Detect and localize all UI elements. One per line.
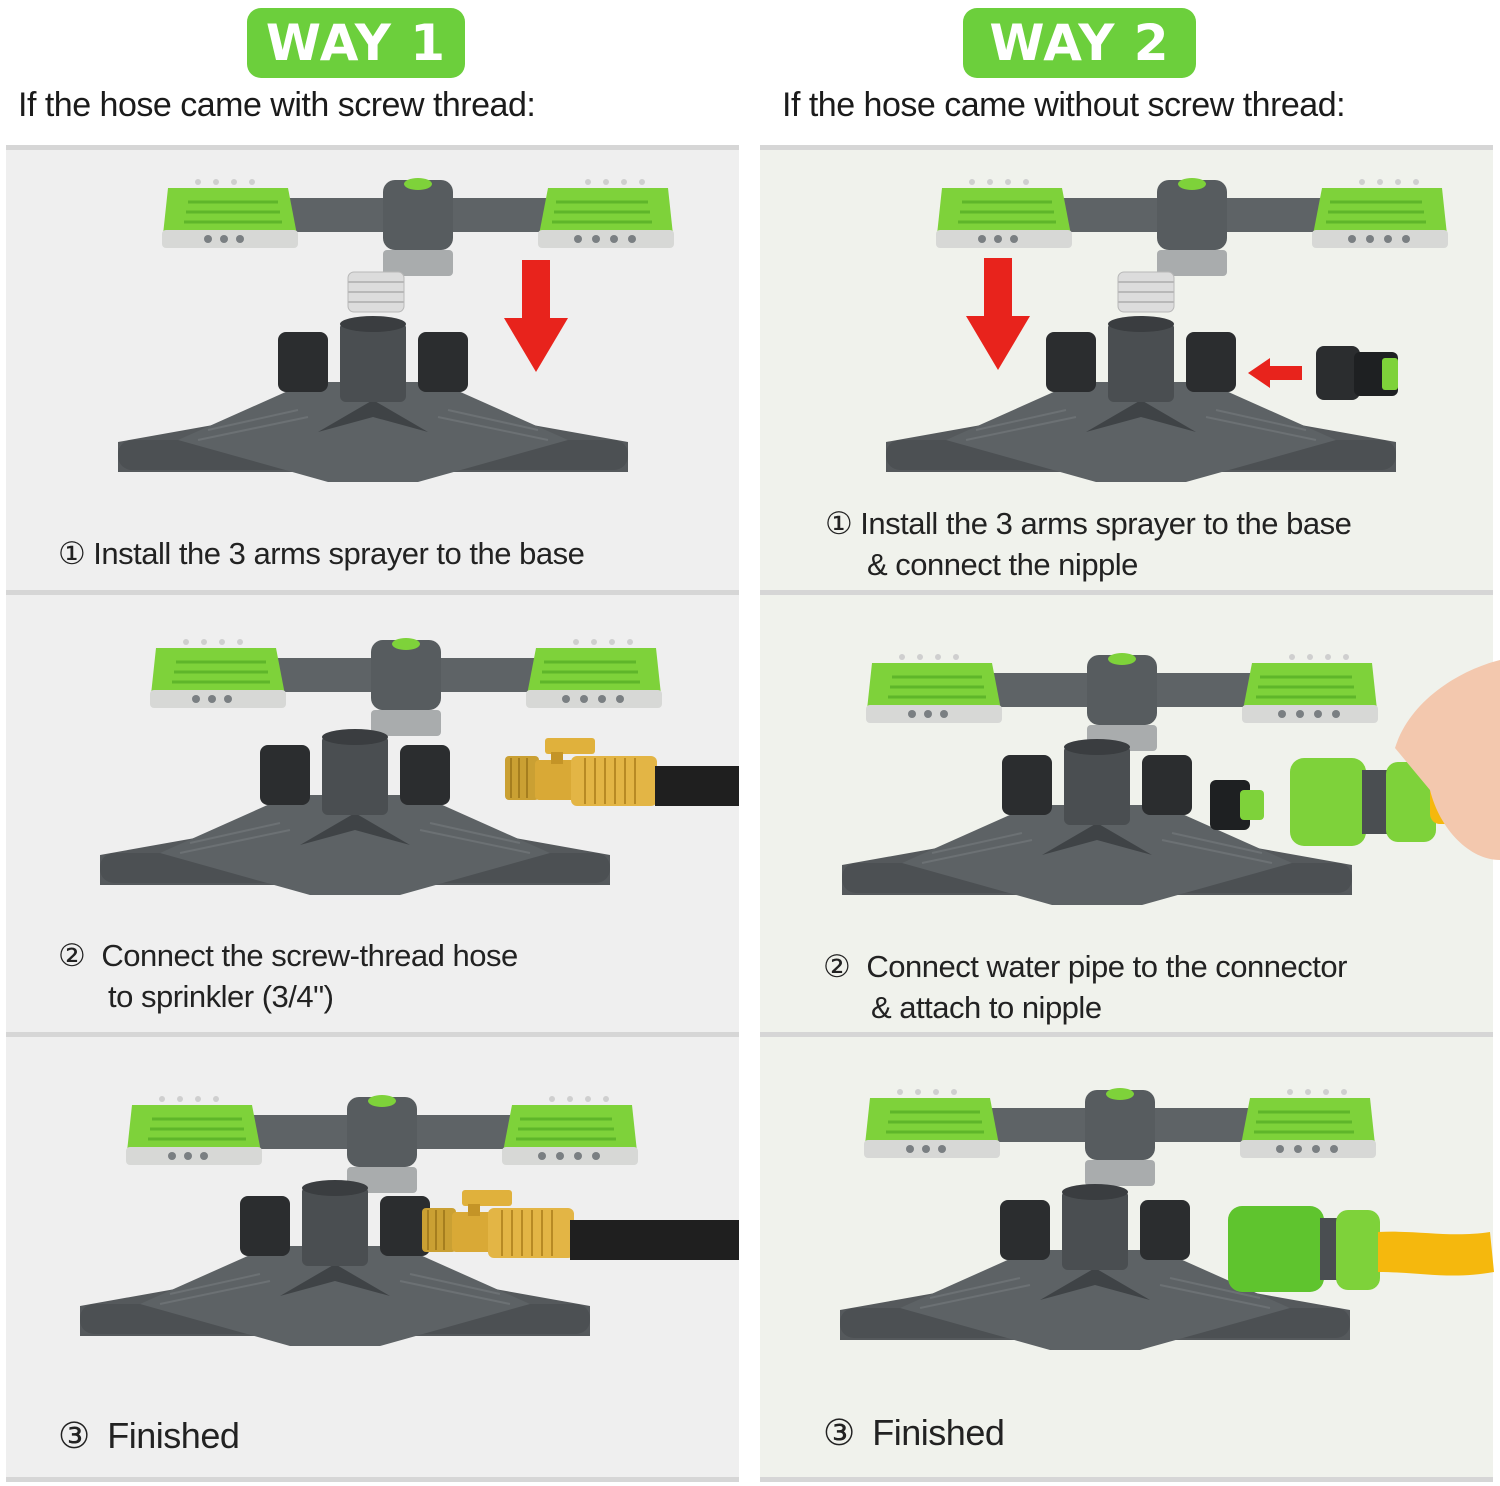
step-number: ②: [823, 949, 851, 984]
way2-step3-text: ③ Finished: [823, 1412, 1005, 1453]
way2-badge: WAY 2: [963, 8, 1196, 78]
way1-step3-text: ③ Finished: [58, 1415, 240, 1456]
way2-bottom-rule: [760, 1477, 1493, 1482]
way1-badge: WAY 1: [247, 8, 465, 78]
way1-step2-illustration: [99, 636, 739, 896]
step-label: Install the 3 arms sprayer to the base: [93, 536, 585, 571]
step-label: Finished: [872, 1412, 1005, 1453]
way2-step2-illustration: [841, 651, 1500, 906]
step-number: ①: [825, 506, 853, 541]
way1-step2-text: ② Connect the screw-thread hose to sprin…: [58, 935, 518, 1017]
step-label-line2: & attach to nipple: [871, 990, 1102, 1025]
step-number: ②: [58, 938, 86, 973]
step-label: Finished: [107, 1415, 240, 1456]
step-number: ①: [58, 536, 86, 571]
step-label: Connect the screw-thread hose: [101, 938, 518, 973]
way2-step2-text: ② Connect water pipe to the connector & …: [823, 946, 1347, 1028]
way2-step1-illustration: [885, 176, 1450, 483]
step-label-line2: & connect the nipple: [867, 547, 1138, 582]
step-label-line2: to sprinkler (3/4"): [108, 979, 334, 1014]
way1-bottom-rule: [6, 1477, 739, 1482]
way1-subtitle: If the hose came with screw thread:: [18, 86, 536, 124]
way2-subtitle: If the hose came without screw thread:: [782, 86, 1346, 124]
step-label: Connect water pipe to the connector: [866, 949, 1347, 984]
way1-step1-illustration: [117, 176, 676, 483]
step-label: Install the 3 arms sprayer to the base: [860, 506, 1352, 541]
step-number: ③: [58, 1415, 90, 1456]
way1-step3-illustration: [79, 1093, 739, 1347]
step-number: ③: [823, 1412, 855, 1453]
